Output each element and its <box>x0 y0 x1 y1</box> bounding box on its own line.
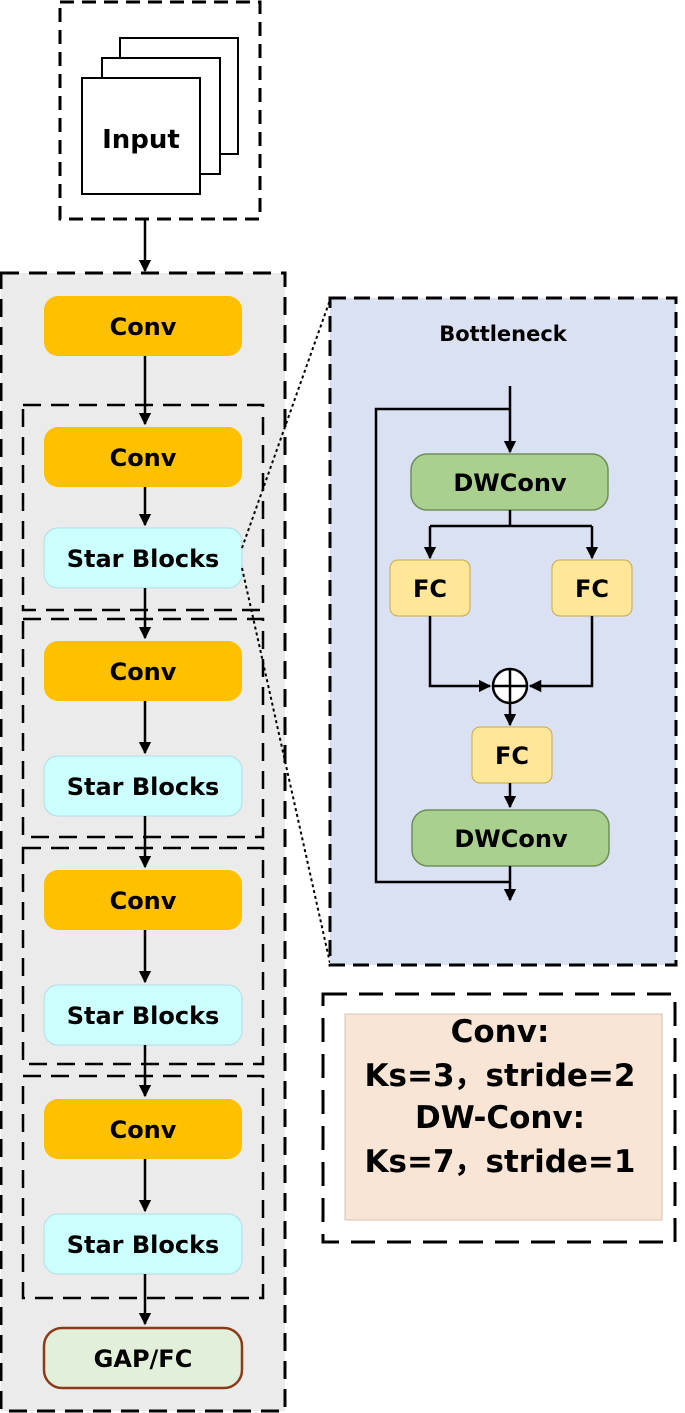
notes-line-2: Ks=3，stride=2 <box>365 1058 636 1094</box>
stage-3-blocks-label: Star Blocks <box>67 1002 220 1030</box>
dwconv-top-label: DWConv <box>453 469 567 497</box>
notes-box <box>344 1013 663 1221</box>
fc-left-label: FC <box>413 575 447 603</box>
residual-connection <box>374 407 510 884</box>
notes-line-3: DW-Conv: <box>415 1100 585 1136</box>
stage-4-frame <box>21 1074 265 1300</box>
input-stack-front <box>81 77 201 195</box>
stage-3-frame <box>21 846 265 1066</box>
stage-1-frame <box>21 403 265 612</box>
zoom-line-bottom <box>241 567 331 964</box>
stage-3-conv-box <box>44 870 242 930</box>
stage-2-blocks-label: Star Blocks <box>67 773 220 801</box>
zoom-line-top <box>241 299 331 549</box>
stage-4-conv-label: Conv <box>110 1116 177 1144</box>
stage-1-conv-box <box>44 427 242 487</box>
stage-2-conv-label: Conv <box>110 658 177 686</box>
stage-3-blocks-box <box>43 984 243 1046</box>
notes-line-1: Conv: <box>451 1014 550 1050</box>
input-label: Input <box>102 125 180 155</box>
path-fc-right-to-sum <box>528 616 594 693</box>
fc-right-label: FC <box>575 575 609 603</box>
notes-line-4: Ks=7，stride=1 <box>365 1144 636 1180</box>
stage-4-blocks-label: Star Blocks <box>67 1231 220 1259</box>
stage-4-blocks-box <box>43 1213 243 1275</box>
fc-middle-label: FC <box>495 742 529 770</box>
stage-2-frame <box>21 617 265 839</box>
stage-1-conv-label: Conv <box>110 444 177 472</box>
stem-conv-label: Conv <box>110 313 177 341</box>
head-box <box>42 1326 244 1390</box>
stage-4-conv-box <box>44 1099 242 1159</box>
fc-middle-box <box>471 726 553 784</box>
stem-conv-box <box>44 296 242 356</box>
stage-2-blocks-box <box>43 755 243 817</box>
stage-2-conv-box <box>44 641 242 701</box>
stage-1-blocks-box <box>43 527 243 589</box>
bottleneck-title: Bottleneck <box>439 322 568 346</box>
dwconv-bottom-label: DWConv <box>454 825 568 853</box>
path-fc-left-to-sum <box>428 616 492 693</box>
head-label: GAP/FC <box>94 1345 193 1373</box>
stage-1-blocks-label: Star Blocks <box>67 545 220 573</box>
stage-3-conv-label: Conv <box>110 887 177 915</box>
